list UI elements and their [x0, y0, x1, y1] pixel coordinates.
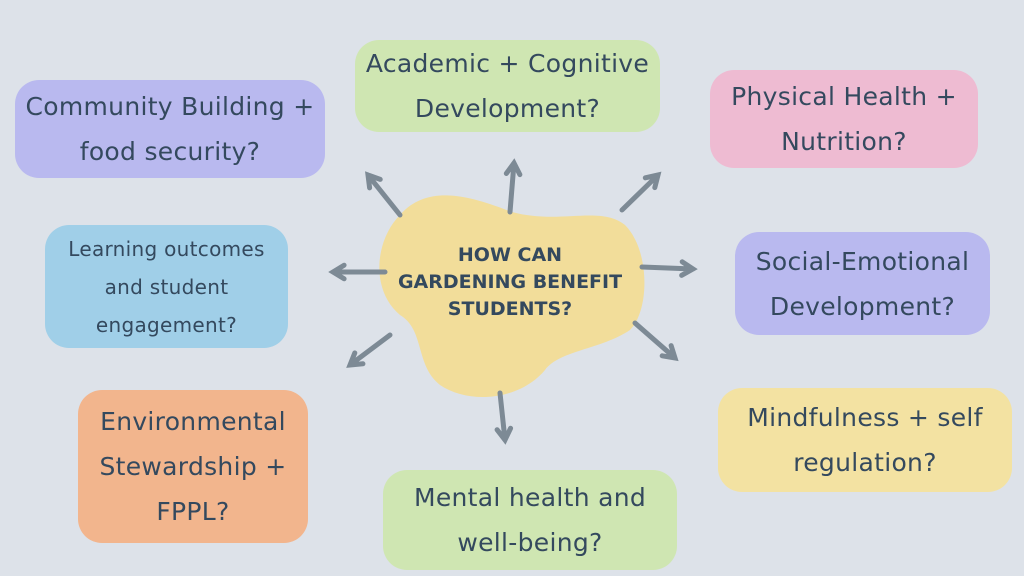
- topic-line: food security?: [79, 137, 261, 166]
- topic-line: Development?: [414, 94, 601, 123]
- topic-line: well-being?: [457, 528, 603, 557]
- topic-line: Learning outcomes: [68, 236, 265, 261]
- center-blob: [379, 195, 645, 397]
- topic-community-building: Community Building + food security?: [15, 80, 325, 178]
- arrow-icon: [328, 262, 388, 282]
- topic-line: Stewardship +: [99, 452, 287, 481]
- topic-line: engagement?: [95, 312, 238, 337]
- topic-line: Nutrition?: [781, 127, 907, 156]
- topic-learning-outcomes: Learning outcomes and student engagement?: [45, 225, 288, 348]
- topic-line: and student: [104, 274, 229, 299]
- arrow-icon: [365, 171, 403, 218]
- topic-line: Physical Health +: [731, 82, 957, 111]
- central-question-line: STUDENTS?: [447, 298, 573, 320]
- central-question-line: GARDENING BENEFIT: [397, 271, 623, 293]
- topic-line: Academic + Cognitive: [365, 49, 650, 78]
- topic-line: Development?: [769, 291, 956, 321]
- arrow-icon: [503, 158, 523, 215]
- topic-line: Mindfulness + self: [747, 403, 983, 432]
- topic-physical-health: Physical Health + Nutrition?: [710, 70, 978, 168]
- topic-mental-health: Mental health and well-being?: [383, 470, 677, 570]
- topic-line: Mental health and: [413, 483, 647, 512]
- arrow-icon: [494, 390, 514, 445]
- topic-line: Social-Emotional: [755, 246, 970, 276]
- arrow-icon: [346, 332, 393, 368]
- topic-mindfulness: Mindfulness + self regulation?: [718, 388, 1012, 492]
- topic-line: FPPL?: [156, 497, 230, 526]
- arrow-icon: [619, 171, 662, 213]
- arrow-icon: [632, 320, 679, 362]
- central-question: HOW CAN GARDENING BENEFIT STUDENTS?: [375, 242, 645, 323]
- arrow-icon: [639, 259, 698, 278]
- central-question-line: HOW CAN: [457, 244, 563, 266]
- topic-line: Environmental: [100, 407, 286, 436]
- topic-line: regulation?: [793, 448, 937, 477]
- topic-line: Community Building +: [25, 92, 315, 121]
